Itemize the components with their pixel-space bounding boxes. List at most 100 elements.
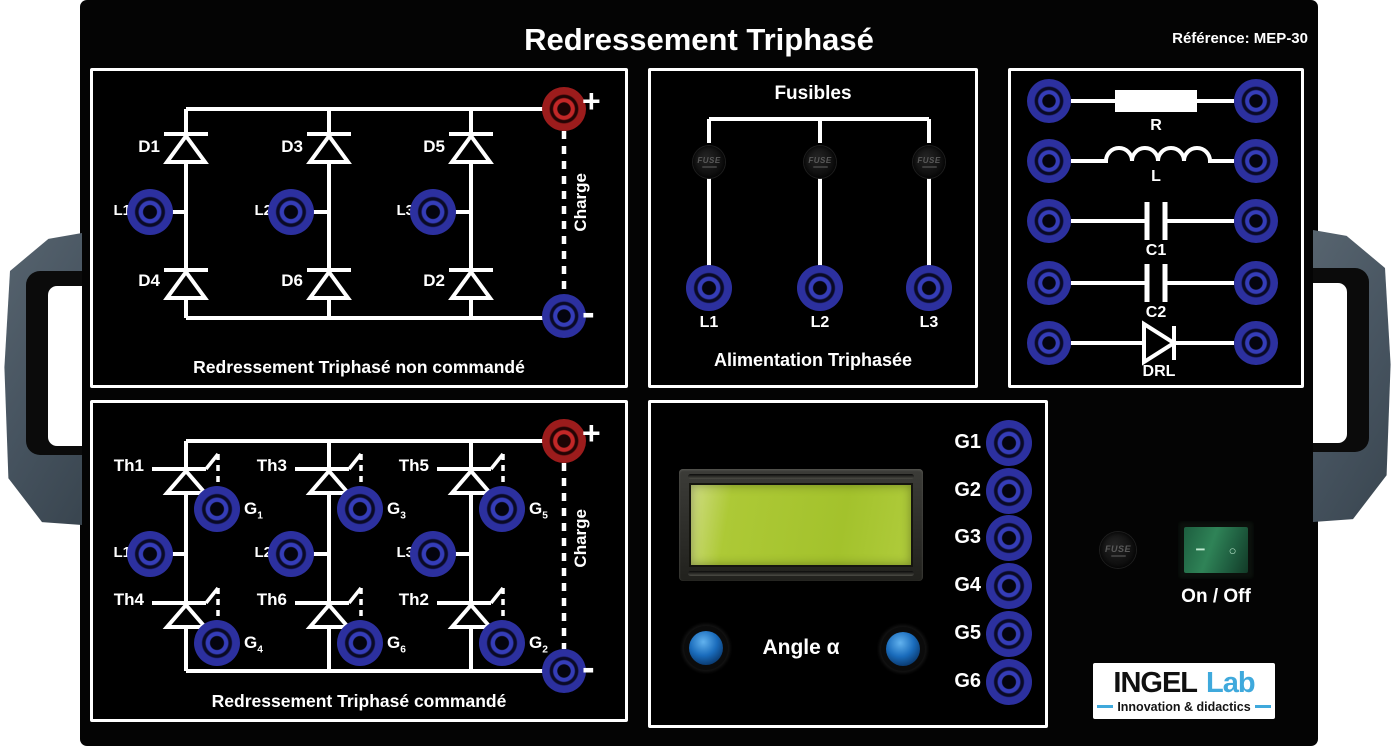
right-handle — [1313, 230, 1393, 522]
uncontrolled-rectifier-section: D1 D3 D5 D4 D6 D2 L1 L2 L3 + - Charge Re… — [90, 68, 628, 388]
phase-label: L1 — [113, 544, 131, 561]
diode-label: D1 — [138, 137, 160, 156]
phase-label: L3 — [396, 202, 414, 219]
thyristor-label: Th2 — [398, 590, 429, 609]
supply-phase-label: L1 — [699, 314, 719, 331]
minus-label: - — [582, 292, 595, 334]
inductor-right-jack[interactable] — [1234, 139, 1278, 183]
fuse-holder-l1[interactable]: FUSE — [693, 146, 725, 178]
controlled-rectifier-section: Th1 Th3 Th5 Th4 Th6 Th2 G1 G3 G5 G4 G6 G… — [90, 400, 628, 722]
resistor-left-jack[interactable] — [1027, 79, 1071, 123]
minus-label: - — [582, 647, 595, 689]
gate-output-label: G1 — [954, 431, 981, 453]
gate-output-g4-jack[interactable] — [986, 563, 1032, 609]
charge-label: Charge — [571, 173, 590, 232]
dc-minus-jack[interactable] — [542, 294, 586, 338]
supply-section: Fusibles FUSE FUSE FUSE L1 L2 L3 Aliment… — [648, 68, 978, 388]
supply-l1-jack[interactable] — [686, 265, 732, 311]
plus-label: + — [582, 415, 601, 451]
gate-output-label: G5 — [954, 622, 981, 644]
plus-label: + — [582, 83, 601, 119]
section-caption: Redressement Triphasé non commandé — [193, 356, 525, 377]
supply-phase-label: L3 — [919, 314, 939, 331]
fuse-text: FUSE — [808, 156, 832, 165]
fuse-holder-l3[interactable]: FUSE — [913, 146, 945, 178]
brand-tagline-row: Innovation & didactics — [1097, 700, 1271, 714]
fuse-text: FUSE — [697, 156, 721, 165]
angle-label: Angle α — [762, 636, 840, 659]
drl-left-jack[interactable] — [1027, 321, 1071, 365]
thyristor-label: Th6 — [256, 590, 287, 609]
angle-decrease-button[interactable] — [689, 631, 723, 665]
power-switch[interactable]: − ○ — [1178, 521, 1254, 579]
phase-l2-jack[interactable] — [268, 531, 314, 577]
on-off-label: On / Off — [1181, 586, 1251, 607]
gate-output-g5-jack[interactable] — [986, 611, 1032, 657]
gate-g5-jack[interactable] — [479, 486, 525, 532]
gate-output-label: G6 — [954, 670, 981, 692]
gate-output-g1-jack[interactable] — [986, 420, 1032, 466]
phase-l1-jack[interactable] — [127, 531, 173, 577]
phase-l2-jack[interactable] — [268, 189, 314, 235]
dc-plus-jack[interactable] — [542, 87, 586, 131]
gate-output-g6-jack[interactable] — [986, 659, 1032, 705]
diode-label: D5 — [423, 137, 445, 156]
power-switch-rocker[interactable]: − ○ — [1184, 527, 1248, 573]
dc-minus-jack[interactable] — [542, 649, 586, 693]
supply-l3-jack[interactable] — [906, 265, 952, 311]
diode-label: D2 — [423, 271, 445, 290]
drl-label: DRL — [1142, 363, 1176, 380]
phase-l1-jack[interactable] — [127, 189, 173, 235]
gate-label: G6 — [387, 633, 406, 656]
capacitor1-left-jack[interactable] — [1027, 199, 1071, 243]
mains-fuse-holder[interactable]: FUSE — [1100, 532, 1136, 568]
thyristor-label: Th3 — [256, 456, 287, 475]
capacitor1-label: C1 — [1145, 242, 1167, 259]
brand-name-ingel: INGEL — [1113, 666, 1198, 699]
lcd-groove — [688, 474, 914, 479]
phase-l3-jack[interactable] — [410, 189, 456, 235]
supply-phase-label: L2 — [810, 314, 830, 331]
gate-g2-jack[interactable] — [479, 620, 525, 666]
gate-g3-jack[interactable] — [337, 486, 383, 532]
drl-right-jack[interactable] — [1234, 321, 1278, 365]
gate-g1-jack[interactable] — [194, 486, 240, 532]
right-handle-hole — [1313, 282, 1347, 444]
gate-output-g3-jack[interactable] — [986, 515, 1032, 561]
phase-label: L3 — [396, 544, 414, 561]
inductor-left-jack[interactable] — [1027, 139, 1071, 183]
tagline-dash-right — [1254, 705, 1271, 708]
angle-increase-button[interactable] — [886, 632, 920, 666]
supply-l2-jack[interactable] — [797, 265, 843, 311]
left-handle-hole — [48, 285, 82, 447]
capacitor2-left-jack[interactable] — [1027, 261, 1071, 305]
gate-g4-jack[interactable] — [194, 620, 240, 666]
dc-plus-jack[interactable] — [542, 419, 586, 463]
diode-label: D3 — [281, 137, 303, 156]
load-components-section: R L C1 C2 DRL — [1008, 68, 1304, 388]
lcd-display — [679, 469, 923, 581]
left-handle — [2, 233, 82, 525]
capacitor2-right-jack[interactable] — [1234, 261, 1278, 305]
thyristor-label: Th1 — [113, 456, 144, 475]
fuse-holder-l2[interactable]: FUSE — [804, 146, 836, 178]
capacitor1-right-jack[interactable] — [1234, 199, 1278, 243]
phase-label: L2 — [254, 202, 272, 219]
section-caption: Alimentation Triphasée — [713, 350, 913, 371]
diode-label: D4 — [138, 271, 160, 290]
gate-label: G4 — [244, 633, 263, 656]
resistor-right-jack[interactable] — [1234, 79, 1278, 123]
phase-l3-jack[interactable] — [410, 531, 456, 577]
gate-g6-jack[interactable] — [337, 620, 383, 666]
phase-label: L2 — [254, 544, 272, 561]
thyristor-label: Th5 — [398, 456, 429, 475]
gate-output-g2-jack[interactable] — [986, 468, 1032, 514]
page-title: Redressement Triphasé — [524, 22, 874, 57]
fusibles-title: Fusibles — [774, 83, 852, 104]
lcd-screen — [689, 483, 913, 567]
inductor-label: L — [1151, 168, 1161, 185]
switch-off-mark: ○ — [1228, 542, 1237, 558]
gate-output-label: G4 — [954, 574, 981, 596]
gate-label: G3 — [387, 499, 406, 522]
